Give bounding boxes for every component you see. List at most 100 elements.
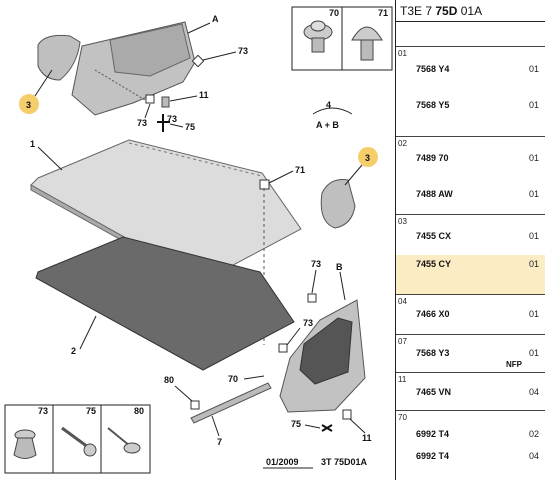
title-prefix: T3E 7 [400,4,433,18]
fastener-inset-top: 70 71 [291,6,393,71]
label-11-bottom: 11 [362,433,372,443]
clip-70-icon [303,20,333,53]
label-71-mid: 71 [295,165,305,175]
group-code: 11 [398,375,407,384]
label-b: B [336,262,343,272]
label-80: 80 [164,375,174,385]
group-11: 11 7465 VN 04 [396,372,545,410]
label-73-top: 73 [238,46,248,56]
group-code: 04 [398,297,407,306]
label-73-mid: 73 [311,259,321,269]
label-70-bottom: 70 [228,374,238,384]
inset-label-70: 70 [329,8,339,18]
part-ref: 7455 CX [416,231,452,241]
part-row[interactable]: 7568 Y3 01 NFP [396,337,545,373]
part-row[interactable]: 7568 Y4 01 [396,57,545,93]
clip-73-icon [13,429,37,459]
badge-3-right [358,147,378,167]
part-qty: 01 [529,348,540,358]
title-bold: 75D [435,4,458,18]
group-07: 07 7568 Y3 01 NFP [396,334,545,372]
part-qty: 01 [529,259,540,269]
screw-75-top-icon [157,114,170,132]
inset-label-75: 75 [86,406,96,416]
part-row[interactable]: 6992 T4 04 [396,445,545,473]
part-ref: 6992 T4 [416,429,450,439]
part-ref: 7465 VN [416,387,452,397]
part-ref: 7568 Y5 [416,100,450,110]
label-2: 2 [71,346,76,356]
label-75-top: 75 [185,122,195,132]
diagram-canvas: 70 71 A 3 73 73 11 73 75 [4,6,393,474]
panel-title: T3E 7 75D 01A [396,0,545,22]
group-04: 04 7466 X0 01 [396,294,545,334]
group-02: 02 7489 70 01 7488 AW 01 [396,136,545,214]
part-row[interactable]: 7489 70 01 [396,147,545,183]
label-7: 7 [217,437,222,447]
diagram-ref: 3T 75D01A [321,457,368,467]
group-70: 70 6992 T4 02 6992 T4 04 [396,410,545,480]
part-row[interactable]: 7455 CX 01 [396,225,545,261]
part-ref: 7466 X0 [416,309,450,319]
part-row[interactable]: 6992 T4 02 [396,417,545,445]
group-03: 03 7455 CX 01 7455 CY 01 [396,214,545,295]
label-a-plus-b: A + B [316,120,339,130]
part-3-left-pad [37,34,81,81]
part-a-trim [71,21,196,116]
group-code: 02 [398,139,407,148]
part-qty: 04 [529,387,540,397]
label-73-top-2: 73 [167,114,177,124]
label-75-bottom: 75 [291,419,301,429]
label-1: 1 [30,139,35,149]
part-2-mat [35,236,295,371]
part-ref: 7568 Y3 [416,348,450,358]
part-ref: 7489 70 [416,153,449,163]
part-row[interactable]: 7465 VN 04 [396,375,545,411]
label-3-right: 3 [365,153,370,163]
label-4: 4 [326,100,331,110]
part-note: NFP [506,360,522,369]
part-qty: 01 [529,309,540,319]
part-row-selected[interactable]: 7455 CY 01 [396,255,545,295]
part-7-rail [190,382,272,424]
inset-label-73: 73 [38,406,48,416]
part-qty: 01 [529,64,540,74]
part-qty: 01 [529,100,540,110]
badge-3-left [19,94,39,114]
part-qty: 02 [529,429,540,439]
diagram-date: 01/2009 [266,457,299,467]
part-ref: 7455 CY [416,259,452,269]
part-ref: 6992 T4 [416,451,450,461]
inset-label-71: 71 [378,8,388,18]
rivet-80-icon [107,427,141,454]
part-row[interactable]: 7488 AW 01 [396,183,545,219]
inset-label-80: 80 [134,406,144,416]
exploded-parts-diagram: 70 71 A 3 73 73 11 73 75 [4,6,393,474]
title-suffix: 01A [460,4,483,18]
group-01: 01 7568 Y4 01 7568 Y5 01 [396,46,545,136]
part-row[interactable]: 7466 X0 01 [396,301,545,337]
part-b-side-trim [279,299,366,413]
part-qty: 01 [529,231,540,241]
part-qty: 01 [529,153,540,163]
part-qty: 04 [529,451,540,461]
group-code: 03 [398,217,407,226]
label-73-left: 73 [137,118,147,128]
part-row[interactable]: 7568 Y5 01 [396,93,545,129]
part-qty: 01 [529,189,540,199]
part-ref: 7568 Y4 [416,64,450,74]
label-3-left: 3 [26,100,31,110]
screw-75-icon [61,426,97,457]
parts-list-panel: T3E 7 75D 01A 01 7568 Y4 01 7568 Y5 01 0… [395,0,545,480]
part-ref: 7488 AW [416,189,453,199]
clip-71-icon [351,26,383,61]
fastener-inset-bottom: 73 75 80 [4,404,151,474]
label-a: A [212,14,219,24]
label-73-low: 73 [303,318,313,328]
group-code: 01 [398,49,407,58]
screw-75-bottom-icon [321,424,333,432]
label-11-top: 11 [199,90,209,100]
group-code: 70 [398,413,407,422]
part-3-right-pad [320,179,356,229]
group-code: 07 [398,337,407,346]
